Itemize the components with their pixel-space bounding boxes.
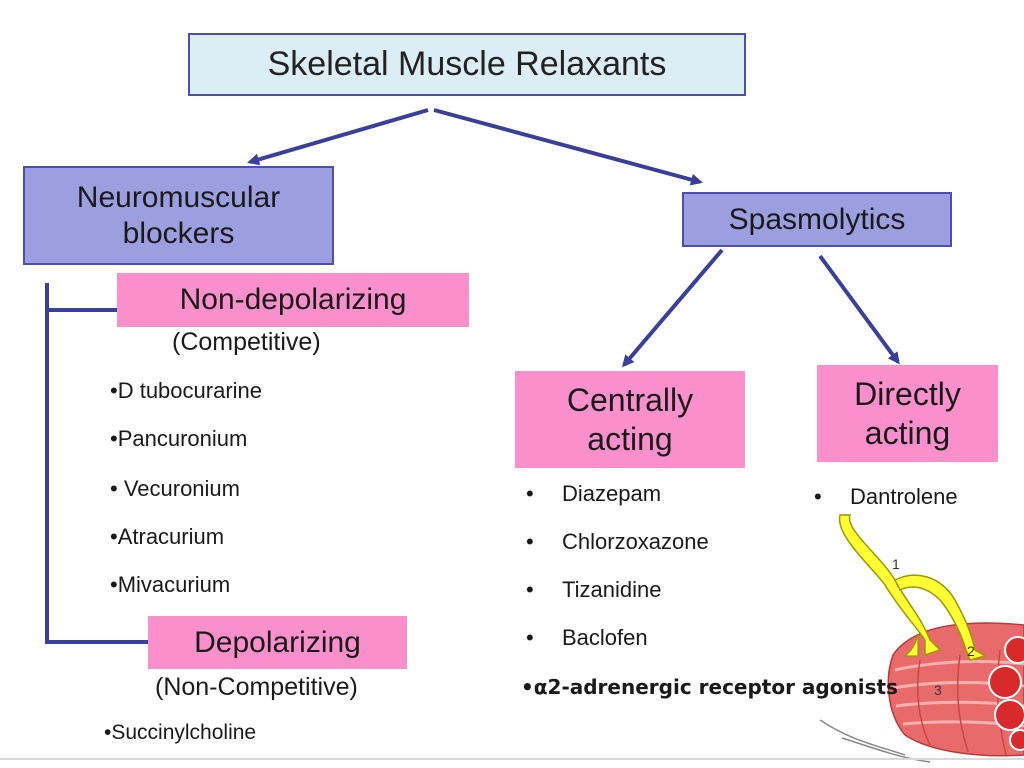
illustration-label-3: 3 (934, 682, 942, 698)
list-item: •Diazepam (526, 481, 662, 506)
arrow-to-directly-acting (818, 254, 900, 365)
centrally-acting-box: Centrally acting (515, 371, 745, 468)
directly-acting-box: Directly acting (817, 365, 998, 462)
arrow-to-centrally-acting (622, 248, 724, 368)
illustration-label-1: 1 (892, 556, 900, 572)
illustration-label-2: 2 (967, 643, 975, 659)
arrow-to-nm-blockers (247, 108, 429, 166)
centrally-acting-label-line1: Centrally (566, 382, 694, 419)
non-depolarizing-label: Non-depolarizing (179, 283, 407, 316)
directly-acting-label-line1: Directly (854, 376, 961, 413)
page-title: Skeletal Muscle Relaxants (267, 45, 667, 84)
depolarizing-label: Depolarizing (194, 625, 361, 659)
centrally-acting-label-line2: acting (587, 420, 673, 457)
list-item: •Chlorzoxazone (526, 529, 709, 554)
muscle-illustration (819, 622, 1024, 763)
depolarizing-subtitle: (Non-Competitive) (155, 673, 358, 701)
nerve-illustration (838, 514, 987, 661)
depolarizing-box: Depolarizing (148, 616, 407, 669)
list-item-label: Chlorzoxazone (562, 529, 709, 554)
list-item-label: Diazepam (562, 481, 662, 506)
nm-blockers-label-line2: blockers (122, 216, 235, 250)
list-item: •Atracurium (110, 524, 225, 549)
nm-blockers-box: Neuromuscular blockers (23, 166, 334, 265)
list-item-label: Tizanidine (562, 577, 662, 602)
list-item: •Succinylcholine (104, 721, 257, 744)
list-item: •D tubocurarine (110, 378, 263, 403)
list-item: •Mivacurium (110, 572, 231, 597)
directly-acting-label-line2: acting (864, 414, 951, 451)
arrow-to-spasmolytics (433, 108, 703, 186)
list-item-label: Dantrolene (850, 484, 958, 509)
list-item: •Pancuronium (110, 426, 248, 451)
list-item-label: Baclofen (562, 625, 648, 650)
nm-blockers-label-line1: Neuromuscular (76, 180, 281, 214)
spasmolytics-box: Spasmolytics (682, 192, 952, 247)
list-item: •Dantrolene (814, 484, 958, 509)
footer-divider (0, 758, 1024, 760)
list-item: • Vecuronium (110, 476, 240, 501)
receptor-agonists-note: •α2-adrenergic receptor agonists (521, 675, 898, 699)
list-item: •Tizanidine (526, 577, 662, 602)
non-depolarizing-subtitle: (Competitive) (172, 328, 321, 356)
list-item: •Baclofen (526, 625, 648, 650)
non-depolarizing-box: Non-depolarizing (117, 273, 469, 327)
spasmolytics-label: Spasmolytics (728, 202, 906, 236)
title-box: Skeletal Muscle Relaxants (188, 33, 746, 96)
nm-bracket-connector (45, 283, 148, 644)
